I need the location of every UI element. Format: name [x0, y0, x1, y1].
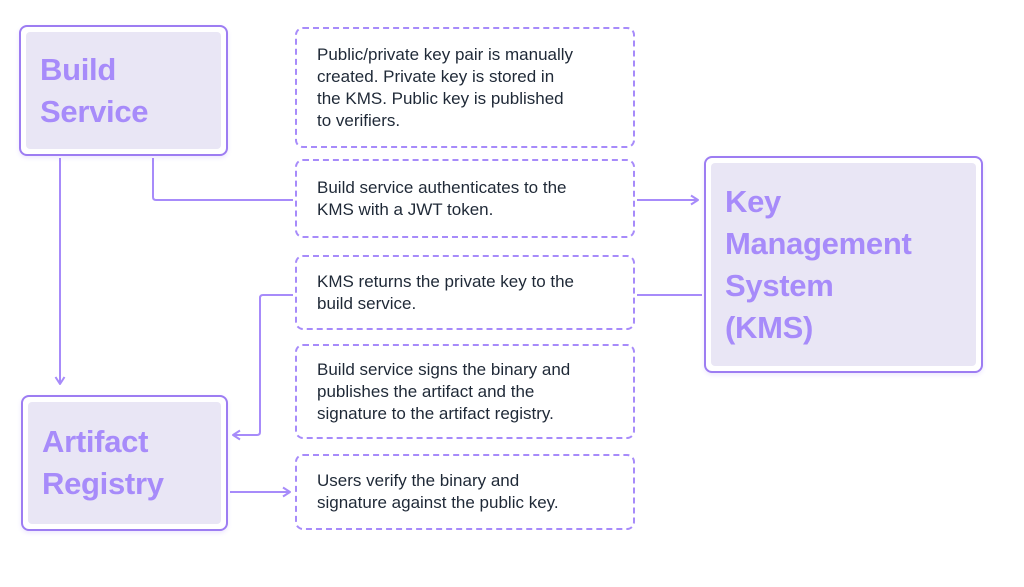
node-build-service-label: Build Service	[40, 51, 149, 129]
note-step-3: KMS returns the private key to the build…	[295, 255, 635, 330]
connector-note-3-to-artifact-registry	[232, 294, 293, 441]
note-step-5: Users verify the binary and signature ag…	[295, 454, 635, 530]
note-step-3-text: KMS returns the private key to the build…	[317, 271, 575, 313]
node-build-service-body: Build Service	[26, 32, 221, 149]
node-kms: Key Management System (KMS)	[704, 156, 983, 373]
node-artifact-registry-body: Artifact Registry	[28, 402, 221, 524]
connector-build-service-to-note-2	[152, 158, 293, 201]
node-build-service: Build Service	[19, 25, 228, 156]
node-artifact-registry-label: Artifact Registry	[42, 424, 164, 501]
note-step-1: Public/private key pair is manually crea…	[295, 27, 635, 148]
node-kms-body: Key Management System (KMS)	[711, 163, 976, 366]
node-kms-label: Key Management System (KMS)	[725, 183, 912, 345]
note-step-4: Build service signs the binary and publi…	[295, 344, 635, 439]
note-step-5-text: Users verify the binary and signature ag…	[317, 471, 559, 512]
note-step-1-text: Public/private key pair is manually crea…	[317, 44, 574, 130]
note-step-4-text: Build service signs the binary and publi…	[317, 359, 571, 423]
note-step-2: Build service authenticates to the KMS w…	[295, 159, 635, 238]
note-step-2-text: Build service authenticates to the KMS w…	[317, 177, 567, 219]
node-artifact-registry: Artifact Registry	[21, 395, 228, 531]
